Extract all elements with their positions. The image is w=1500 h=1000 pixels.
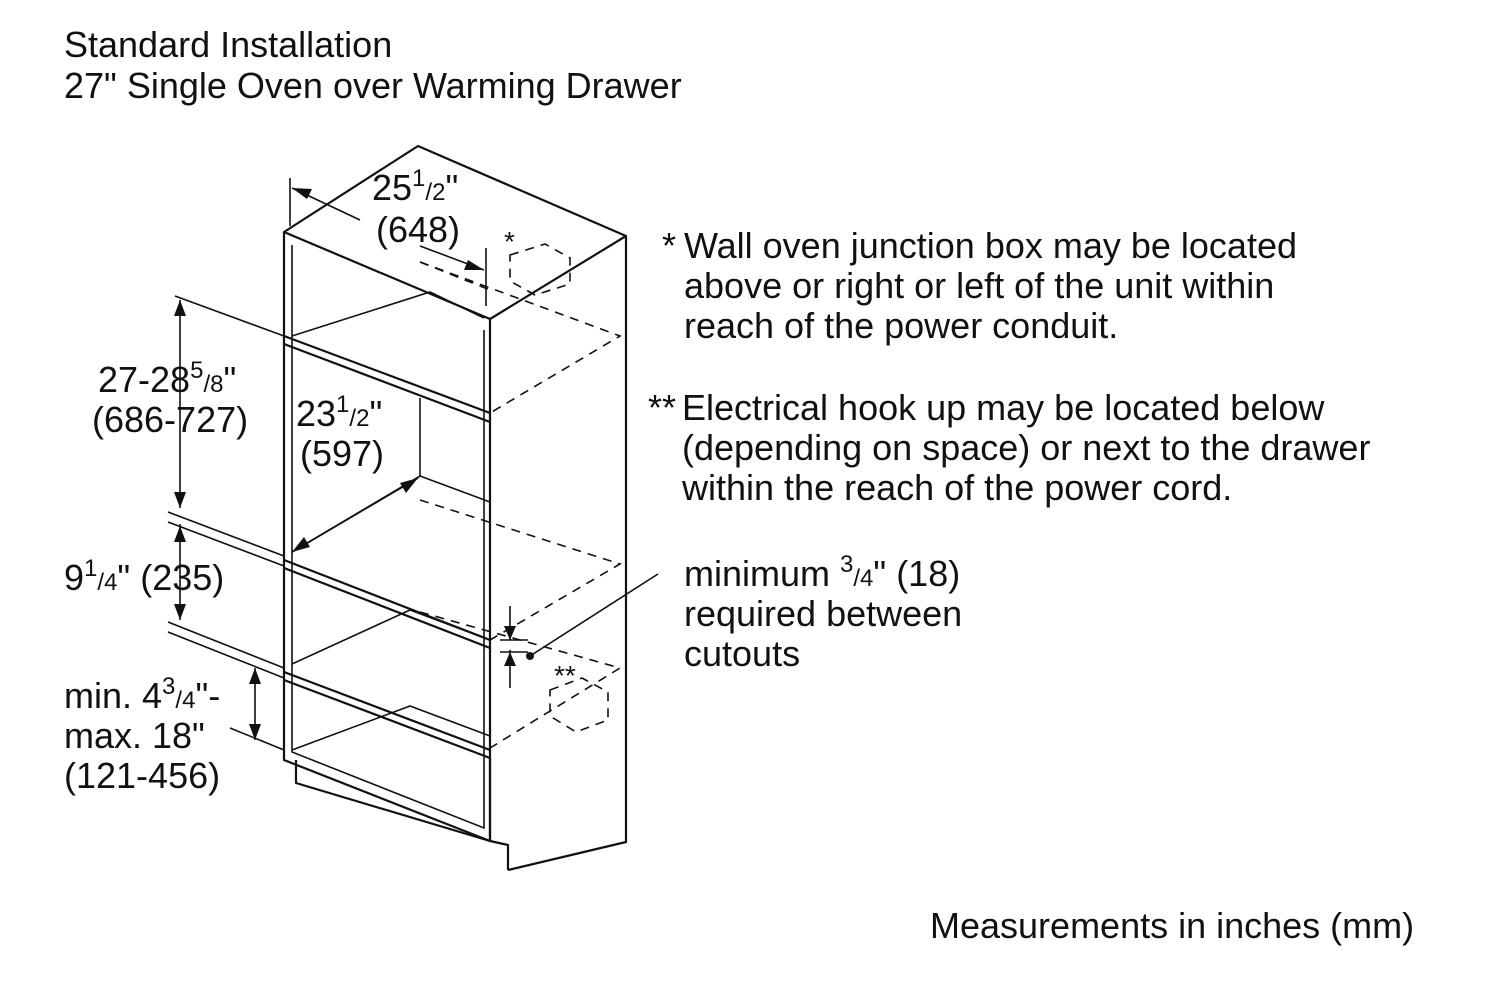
depth-dimension-mm: (597) [300,433,385,474]
junction-box-bottom [549,677,609,733]
junction-note-line1: Wall oven junction box may be located [684,225,1298,266]
junction-note-line3: reach of the power conduit. [684,305,1119,346]
width-dimension-mm: (648) [376,209,461,250]
drawer-height-label: 91/4" (235) [64,555,225,598]
electrical-note-marker: ** [648,387,677,428]
junction-box-top [509,243,571,296]
base-height-label-line3: (121-456) [64,755,221,796]
cutout-note-line3: cutouts [684,633,801,674]
base-height-label-line1: min. 43/4"- [64,673,221,716]
width-dimension-label: 251/2" [372,165,459,208]
cabinet-inner-frame [291,245,485,830]
junction-note-marker: * [662,225,677,266]
junction-marker: * [504,226,515,257]
electrical-note-line3: within the reach of the power cord. [682,467,1233,508]
cabinet-front-frame [282,232,492,843]
cabinet-base [294,760,491,843]
oven-height-label: 27-285/8" [98,357,237,400]
electrical-marker: ** [554,660,576,691]
depth-dimension-label: 231/2" [296,391,383,434]
cutout-note-line2: required between [684,593,963,634]
electrical-note-line2: (depending on space) or next to the draw… [682,427,1371,468]
page-subtitle: 27" Single Oven over Warming Drawer [64,65,682,106]
base-height-label-line2: max. 18" [64,715,205,756]
electrical-note-line1: Electrical hook up may be located below [682,387,1325,428]
units-note: Measurements in inches (mm) [930,905,1415,946]
cutout-note-line1: minimum 3/4" (18) [684,551,961,594]
oven-height-mm: (686-727) [92,399,249,440]
page-title: Standard Installation [64,24,393,65]
junction-note-line2: above or right or left of the unit withi… [684,265,1275,306]
cabinet-right-side [507,236,628,872]
